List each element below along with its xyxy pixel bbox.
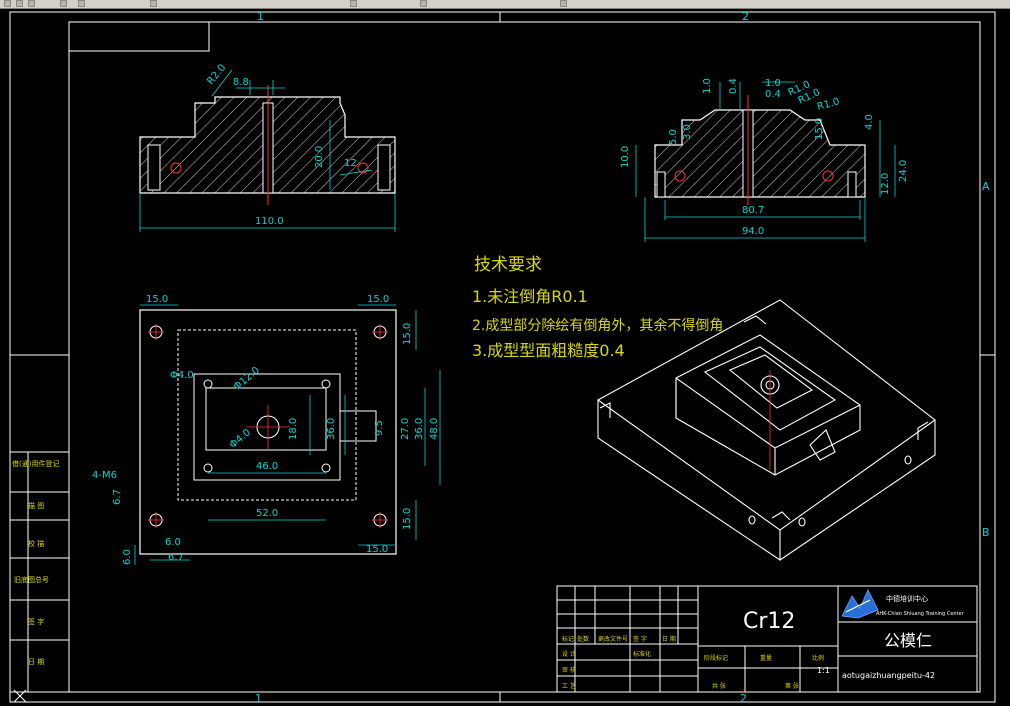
toolbar-button[interactable] — [28, 0, 35, 7]
dim-15-0: 15.0 — [814, 118, 825, 140]
tech-line-3: 3.成型型面粗糙度0.4 — [472, 341, 625, 360]
technical-requirements: 技术要求 1.未注倒角R0.1 2.成型部分除绘有倒角外，其余不得倒角 3.成型… — [472, 255, 723, 360]
tb-cell-total-sheets: 共 张 — [712, 682, 726, 690]
tech-line-1: 1.未注倒角R0.1 — [472, 287, 588, 306]
dim-52: 52.0 — [256, 508, 278, 519]
tb-cell-stage: 阶段标记 — [704, 654, 728, 662]
tb-cell-design: 设 计 — [562, 650, 576, 658]
dim-1-0-a: 1.0 — [702, 78, 713, 94]
strip-label-1: 借(通)用件登记 — [12, 459, 59, 468]
tb-cell-standard: 标准化 — [633, 650, 651, 658]
dim-24-0: 24.0 — [898, 160, 909, 182]
material-label: Cr12 — [743, 609, 795, 634]
strip-label-4: 旧底图总号 — [14, 575, 49, 584]
toolbar-button[interactable] — [350, 0, 357, 7]
dim-46: 46.0 — [256, 461, 278, 472]
strip-label-5: 签 字 — [28, 617, 44, 626]
sheet-frame — [9, 11, 996, 703]
dim-0-4-b: 0.4 — [765, 89, 781, 100]
toolbar-button[interactable] — [4, 0, 11, 7]
scale-value: 1:1 — [817, 666, 830, 675]
toolbar-button[interactable] — [16, 0, 23, 7]
zone-right-b: B — [982, 526, 990, 539]
ucs-icon — [13, 689, 27, 703]
dim-6-0-b: 6.0 — [122, 549, 133, 565]
dim-10-0: 10.0 — [620, 146, 631, 168]
dim-6-7-a: 6.7 — [112, 489, 123, 505]
toolbar-button[interactable] — [420, 0, 427, 7]
dim-94-0: 94.0 — [742, 226, 764, 237]
dim-0-4-a: 0.4 — [728, 78, 739, 94]
dim-dia-4-b: Φ4.0 — [228, 427, 253, 451]
tb-cell-change-doc: 更改文件号 — [598, 635, 628, 643]
dim-plan-15-d: 15.0 — [402, 508, 413, 530]
zone-top-1: 1 — [257, 10, 264, 23]
dim-80-7: 80.7 — [742, 205, 764, 216]
dim-110: 110.0 — [255, 216, 284, 227]
dim-plan-15-c: 15.0 — [402, 323, 413, 345]
dim-r2: R2.0 — [205, 62, 228, 87]
view-plan: 15.0 15.0 15.0 15.0 15.0 Φ4.0 Φ12.0 Φ4.0… — [92, 294, 441, 565]
zone-right-a: A — [982, 180, 990, 193]
tb-cell-sheet-no: 第 张 — [785, 682, 799, 690]
zone-top-2: 2 — [742, 10, 749, 23]
dim-20: 20.0 — [314, 146, 325, 168]
zone-bottom-2: 2 — [740, 692, 747, 705]
tb-cell-process: 工 艺 — [562, 682, 576, 690]
view-side-section: 1.0 0.4 1.0 0.4 R1.0 R1.0 R1.0 5.0 3.0 1… — [620, 78, 909, 242]
tb-cell-scale: 比例 — [812, 654, 824, 662]
dim-plan-15-b: 15.0 — [367, 294, 389, 305]
drawing-number: aotugaizhuangpeitu-42 — [842, 671, 935, 680]
dim-12: 12 — [344, 158, 357, 169]
tech-title: 技术要求 — [474, 255, 542, 275]
toolbar-button[interactable] — [560, 0, 567, 7]
school-logo: 中德培训中心 AHK-Chian Shiuang Training Center — [841, 589, 965, 619]
dim-6-0-a: 6.0 — [165, 537, 181, 548]
tech-line-2: 2.成型部分除绘有倒角外，其余不得倒角 — [472, 317, 723, 334]
tb-cell-weight: 重量 — [760, 654, 772, 662]
tb-cell-count: 处数 — [577, 635, 589, 643]
dim-4-0: 4.0 — [864, 114, 875, 130]
dim-12-0: 12.0 — [880, 173, 891, 195]
view-front-section: R2.0 8.8 20.0 12 110.0 — [139, 62, 396, 232]
dim-4-m6: 4-M6 — [92, 470, 117, 481]
toolbar-button[interactable] — [78, 0, 85, 7]
toolbar-button[interactable] — [60, 0, 67, 7]
tb-cell-sign: 签 字 — [633, 635, 647, 643]
dim-18: 18.0 — [288, 418, 299, 440]
dim-36-b: 36.0 — [414, 418, 425, 440]
title-block-cells: 标记 处数 更改文件号 签 字 日 期 设 计 标准化 阶段标记 重量 比例 审… — [562, 635, 824, 690]
tb-cell-mark: 标记 — [562, 635, 574, 643]
tb-cell-review: 审 核 — [562, 666, 576, 674]
dim-plan-15-e: 15.0 — [366, 544, 388, 555]
zone-bottom-1: 1 — [255, 692, 262, 705]
left-register-strip — [9, 451, 70, 693]
tb-cell-date: 日 期 — [662, 635, 676, 643]
school-name-en: AHK-Chian Shiuang Training Center — [876, 611, 965, 617]
dim-5-0: 5.0 — [668, 129, 679, 145]
part-name: 公模仁 — [884, 631, 932, 650]
dim-48: 48.0 — [429, 418, 440, 440]
dim-8-8: 8.8 — [233, 77, 249, 88]
dim-36-a: 36.0 — [326, 418, 337, 440]
dim-dia-12: Φ12.0 — [232, 365, 262, 393]
cad-toolbar — [0, 0, 1010, 9]
dim-plan-15-a: 15.0 — [146, 294, 168, 305]
toolbar-button[interactable] — [150, 0, 157, 7]
strip-label-3: 校 描 — [28, 539, 44, 548]
dim-1-0-b: 1.0 — [765, 78, 781, 89]
view-isometric — [596, 299, 936, 562]
dim-6-7-b: 6.7 — [168, 552, 184, 563]
dim-r1-c: R1.0 — [816, 96, 841, 113]
strip-label-6: 日 期 — [28, 658, 44, 666]
dim-27: 27.0 — [400, 418, 411, 440]
title-block — [556, 585, 978, 693]
dim-dia-4: Φ4.0 — [170, 370, 194, 381]
dim-3-0: 3.0 — [682, 124, 693, 140]
strip-label-2: 描 图 — [28, 501, 44, 510]
school-name-cn: 中德培训中心 — [886, 594, 928, 603]
dim-9-5: 9.5 — [374, 420, 385, 436]
